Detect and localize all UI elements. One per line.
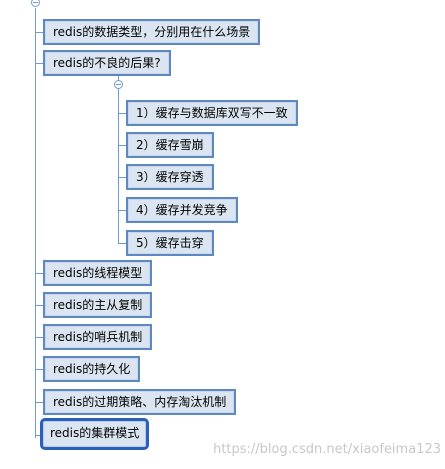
node-sentinel[interactable]: redis的哨兵机制 bbox=[43, 324, 153, 350]
connector bbox=[118, 210, 126, 211]
connector bbox=[35, 305, 43, 306]
connector bbox=[35, 63, 43, 64]
connector bbox=[35, 273, 43, 274]
connector bbox=[118, 113, 126, 114]
node-bad-consequences[interactable]: redis的不良的后果? bbox=[43, 50, 171, 76]
watermark-text: https://blog.csdn.net/xiaofeima123 bbox=[213, 442, 441, 457]
node-expiration-policy[interactable]: redis的过期策略、内存淘汰机制 bbox=[43, 389, 237, 415]
connector bbox=[35, 435, 43, 436]
connector bbox=[118, 177, 126, 178]
connector bbox=[35, 337, 43, 338]
node-persistence[interactable]: redis的持久化 bbox=[43, 356, 141, 382]
connector bbox=[35, 402, 43, 403]
node-cache-concurrency[interactable]: 4）缓存并发竞争 bbox=[126, 197, 238, 223]
main-connector-line bbox=[35, 8, 36, 438]
sub-collapse-toggle[interactable] bbox=[114, 80, 123, 89]
node-cache-avalanche[interactable]: 2）缓存雪崩 bbox=[126, 132, 214, 158]
connector bbox=[35, 369, 43, 370]
node-master-slave[interactable]: redis的主从复制 bbox=[43, 292, 153, 318]
node-cache-db-inconsistency[interactable]: 1）缓存与数据库双写不一致 bbox=[126, 100, 298, 126]
node-thread-model[interactable]: redis的线程模型 bbox=[43, 260, 153, 286]
connector bbox=[118, 243, 126, 244]
connector bbox=[35, 32, 43, 33]
root-collapse-toggle[interactable] bbox=[31, 0, 40, 7]
connector bbox=[118, 145, 126, 146]
node-cache-breakdown[interactable]: 5）缓存击穿 bbox=[126, 230, 214, 256]
node-cluster-mode[interactable]: redis的集群模式 bbox=[40, 418, 150, 450]
sub-connector-line bbox=[118, 76, 119, 244]
node-data-types[interactable]: redis的数据类型，分别用在什么场景 bbox=[43, 19, 261, 45]
node-cache-penetration[interactable]: 3）缓存穿透 bbox=[126, 164, 214, 190]
